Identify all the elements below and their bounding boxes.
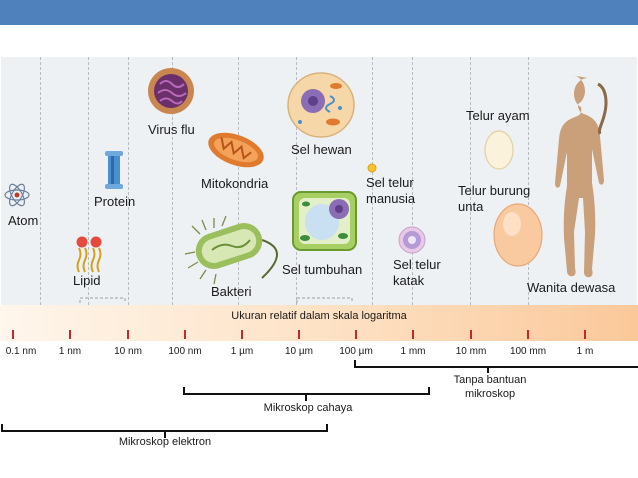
tick-label: 0.1 nm [5, 346, 37, 357]
ostrich-egg-label-line1: Telur burung [458, 183, 531, 198]
guide-line [296, 57, 297, 305]
tick-label: 10 nm [114, 346, 142, 357]
ostrich-egg-icon [493, 203, 543, 267]
chicken-egg-icon [484, 130, 514, 170]
human-egg-label-line2: manusia [366, 191, 416, 206]
animal-cell-icon [287, 72, 355, 138]
scale-tick [470, 330, 472, 339]
electron-microscope-bracket [1, 424, 328, 438]
scale-tick [527, 330, 529, 339]
tick-label: 1 m [576, 346, 594, 357]
atom-label: Atom [8, 213, 39, 228]
scale-tick [127, 330, 129, 339]
mitochondria-label: Mitokondria [201, 176, 269, 191]
animal-cell-label: Sel hewan [291, 142, 352, 157]
frog-egg-icon [398, 226, 426, 254]
naked-eye-bracket [354, 360, 638, 373]
tick-label: 100 µm [339, 346, 373, 357]
guide-line [372, 57, 373, 305]
adult-woman-label: Wanita dewasa [527, 280, 616, 295]
guide-line [172, 57, 173, 305]
scale-tick [184, 330, 186, 339]
human-egg-icon [367, 163, 377, 173]
tick-label: 1 nm [58, 346, 82, 357]
bacteria-icon [184, 215, 278, 285]
naked-eye-label-line2: mikroskop [464, 388, 516, 400]
guide-line [128, 57, 129, 305]
scale-tick [241, 330, 243, 339]
scale-tick [12, 330, 14, 339]
scale-tick [412, 330, 414, 339]
protein-icon [105, 151, 123, 189]
virus-label: Virus flu [148, 122, 195, 137]
guide-line [528, 57, 529, 305]
bacteria-label: Bakteri [211, 284, 252, 299]
human-egg-label-line1: Sel telur [366, 175, 414, 190]
tick-label: 10 mm [455, 346, 487, 357]
virus-icon [148, 68, 194, 114]
scale-tick [584, 330, 586, 339]
chicken-egg-label: Telur ayam [466, 108, 530, 123]
atom-icon [4, 183, 30, 207]
tick-label: 100 mm [509, 346, 547, 357]
woman-silhouette-icon [555, 75, 608, 278]
tick-label: 100 nm [168, 346, 202, 357]
frog-egg-label-line2: katak [393, 273, 425, 288]
header-bar [0, 0, 638, 25]
guide-line [470, 57, 471, 305]
lipid-icon [76, 236, 102, 273]
guide-line [412, 57, 413, 305]
scale-title: Ukuran relatif dalam skala logaritma [231, 310, 407, 322]
protein-label: Protein [94, 194, 136, 209]
scale-tick [355, 330, 357, 339]
guide-line [88, 57, 89, 305]
scale-tick [298, 330, 300, 339]
frog-egg-label-line1: Sel telur [393, 257, 441, 272]
guide-line [40, 57, 41, 305]
scale-tick [69, 330, 71, 339]
plant-cell-label: Sel tumbuhan [282, 262, 363, 277]
tick-label: 1 mm [400, 346, 426, 357]
guide-line [238, 57, 239, 305]
tick-label: 10 µm [285, 346, 313, 357]
tick-label: 1 µm [230, 346, 254, 357]
light-microscope-bracket [183, 387, 430, 401]
naked-eye-label-line1: Tanpa bantuan [453, 374, 527, 386]
mitochondria-icon [208, 132, 264, 168]
light-microscope-label: Mikroskop cahaya [263, 402, 353, 414]
electron-microscope-label: Mikroskop elektron [118, 436, 212, 448]
ostrich-egg-label-line2: unta [458, 199, 484, 214]
plant-cell-icon [292, 191, 357, 251]
log-scale-band [0, 305, 638, 341]
lipid-label: Lipid [73, 273, 101, 288]
